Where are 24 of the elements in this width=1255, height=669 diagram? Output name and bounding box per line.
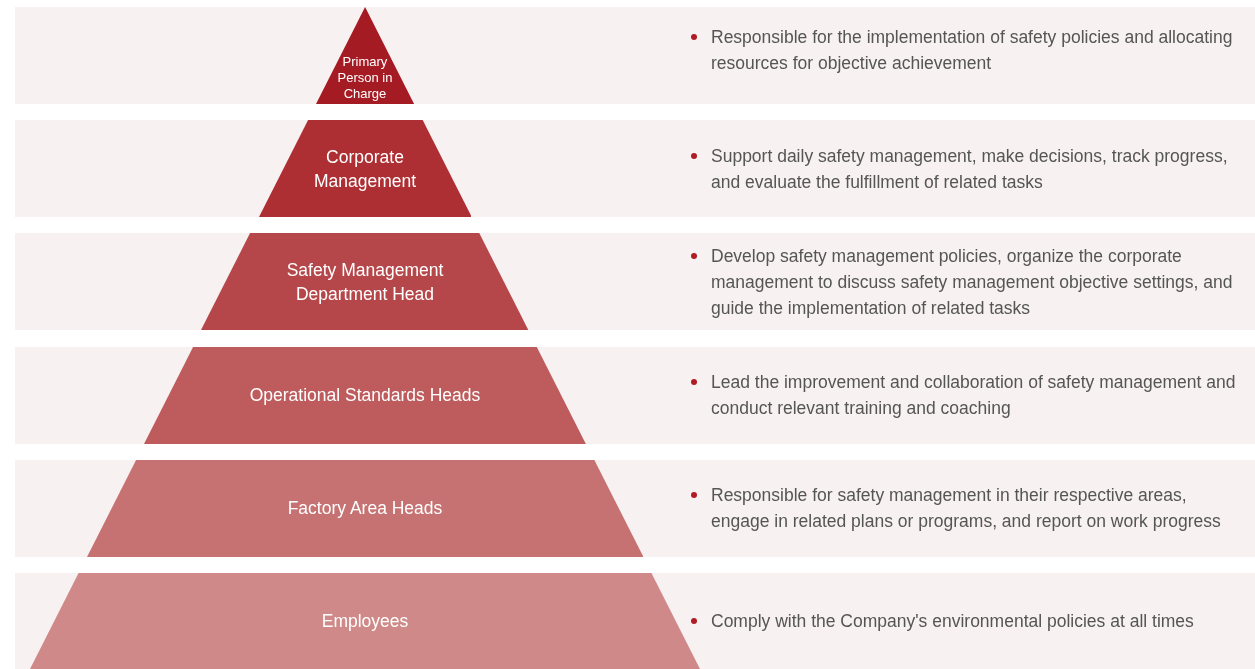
pyramid-tier — [144, 346, 586, 444]
pyramid-tier — [258, 120, 472, 218]
description-text: Develop safety management policies, organize the corporate management to discuss safety management objective settings, and guide the implementation of related tasks — [711, 244, 1234, 320]
tier-label: Employees — [320, 610, 410, 633]
row-band — [15, 459, 1255, 557]
tier-label: Corporate Management — [312, 145, 418, 193]
pyramid-tier — [30, 573, 700, 669]
tier-label: Primary Person in Charge — [336, 54, 394, 102]
row-band — [15, 233, 1255, 331]
row-band — [15, 573, 1255, 669]
pyramid-tier — [315, 7, 415, 104]
description-text: Responsible for safety management in their respective areas, engage in related plans or programs, and report on work progress — [711, 484, 1222, 534]
description-text: Lead the improvement and collaboration of safety management and conduct relevant training and coaching — [711, 371, 1237, 421]
description-text: Support daily safety management, make decisions, track progress, and evaluate the fulfillment of related tasks — [711, 144, 1229, 194]
tier-label: Safety Management Department Head — [285, 258, 445, 306]
description-text: Comply with the Company's environmental policies at all times — [711, 610, 1195, 633]
row-band — [15, 120, 1255, 218]
pyramid-tier — [86, 459, 644, 557]
description-text: Responsible for the implementation of safety policies and allocating resources for objective achievement — [711, 25, 1234, 75]
row-band — [15, 7, 1255, 104]
row-band — [15, 346, 1255, 444]
tier-label: Operational Standards Heads — [248, 384, 482, 408]
tier-label: Factory Area Heads — [286, 497, 444, 521]
pyramid-tier — [201, 233, 529, 331]
